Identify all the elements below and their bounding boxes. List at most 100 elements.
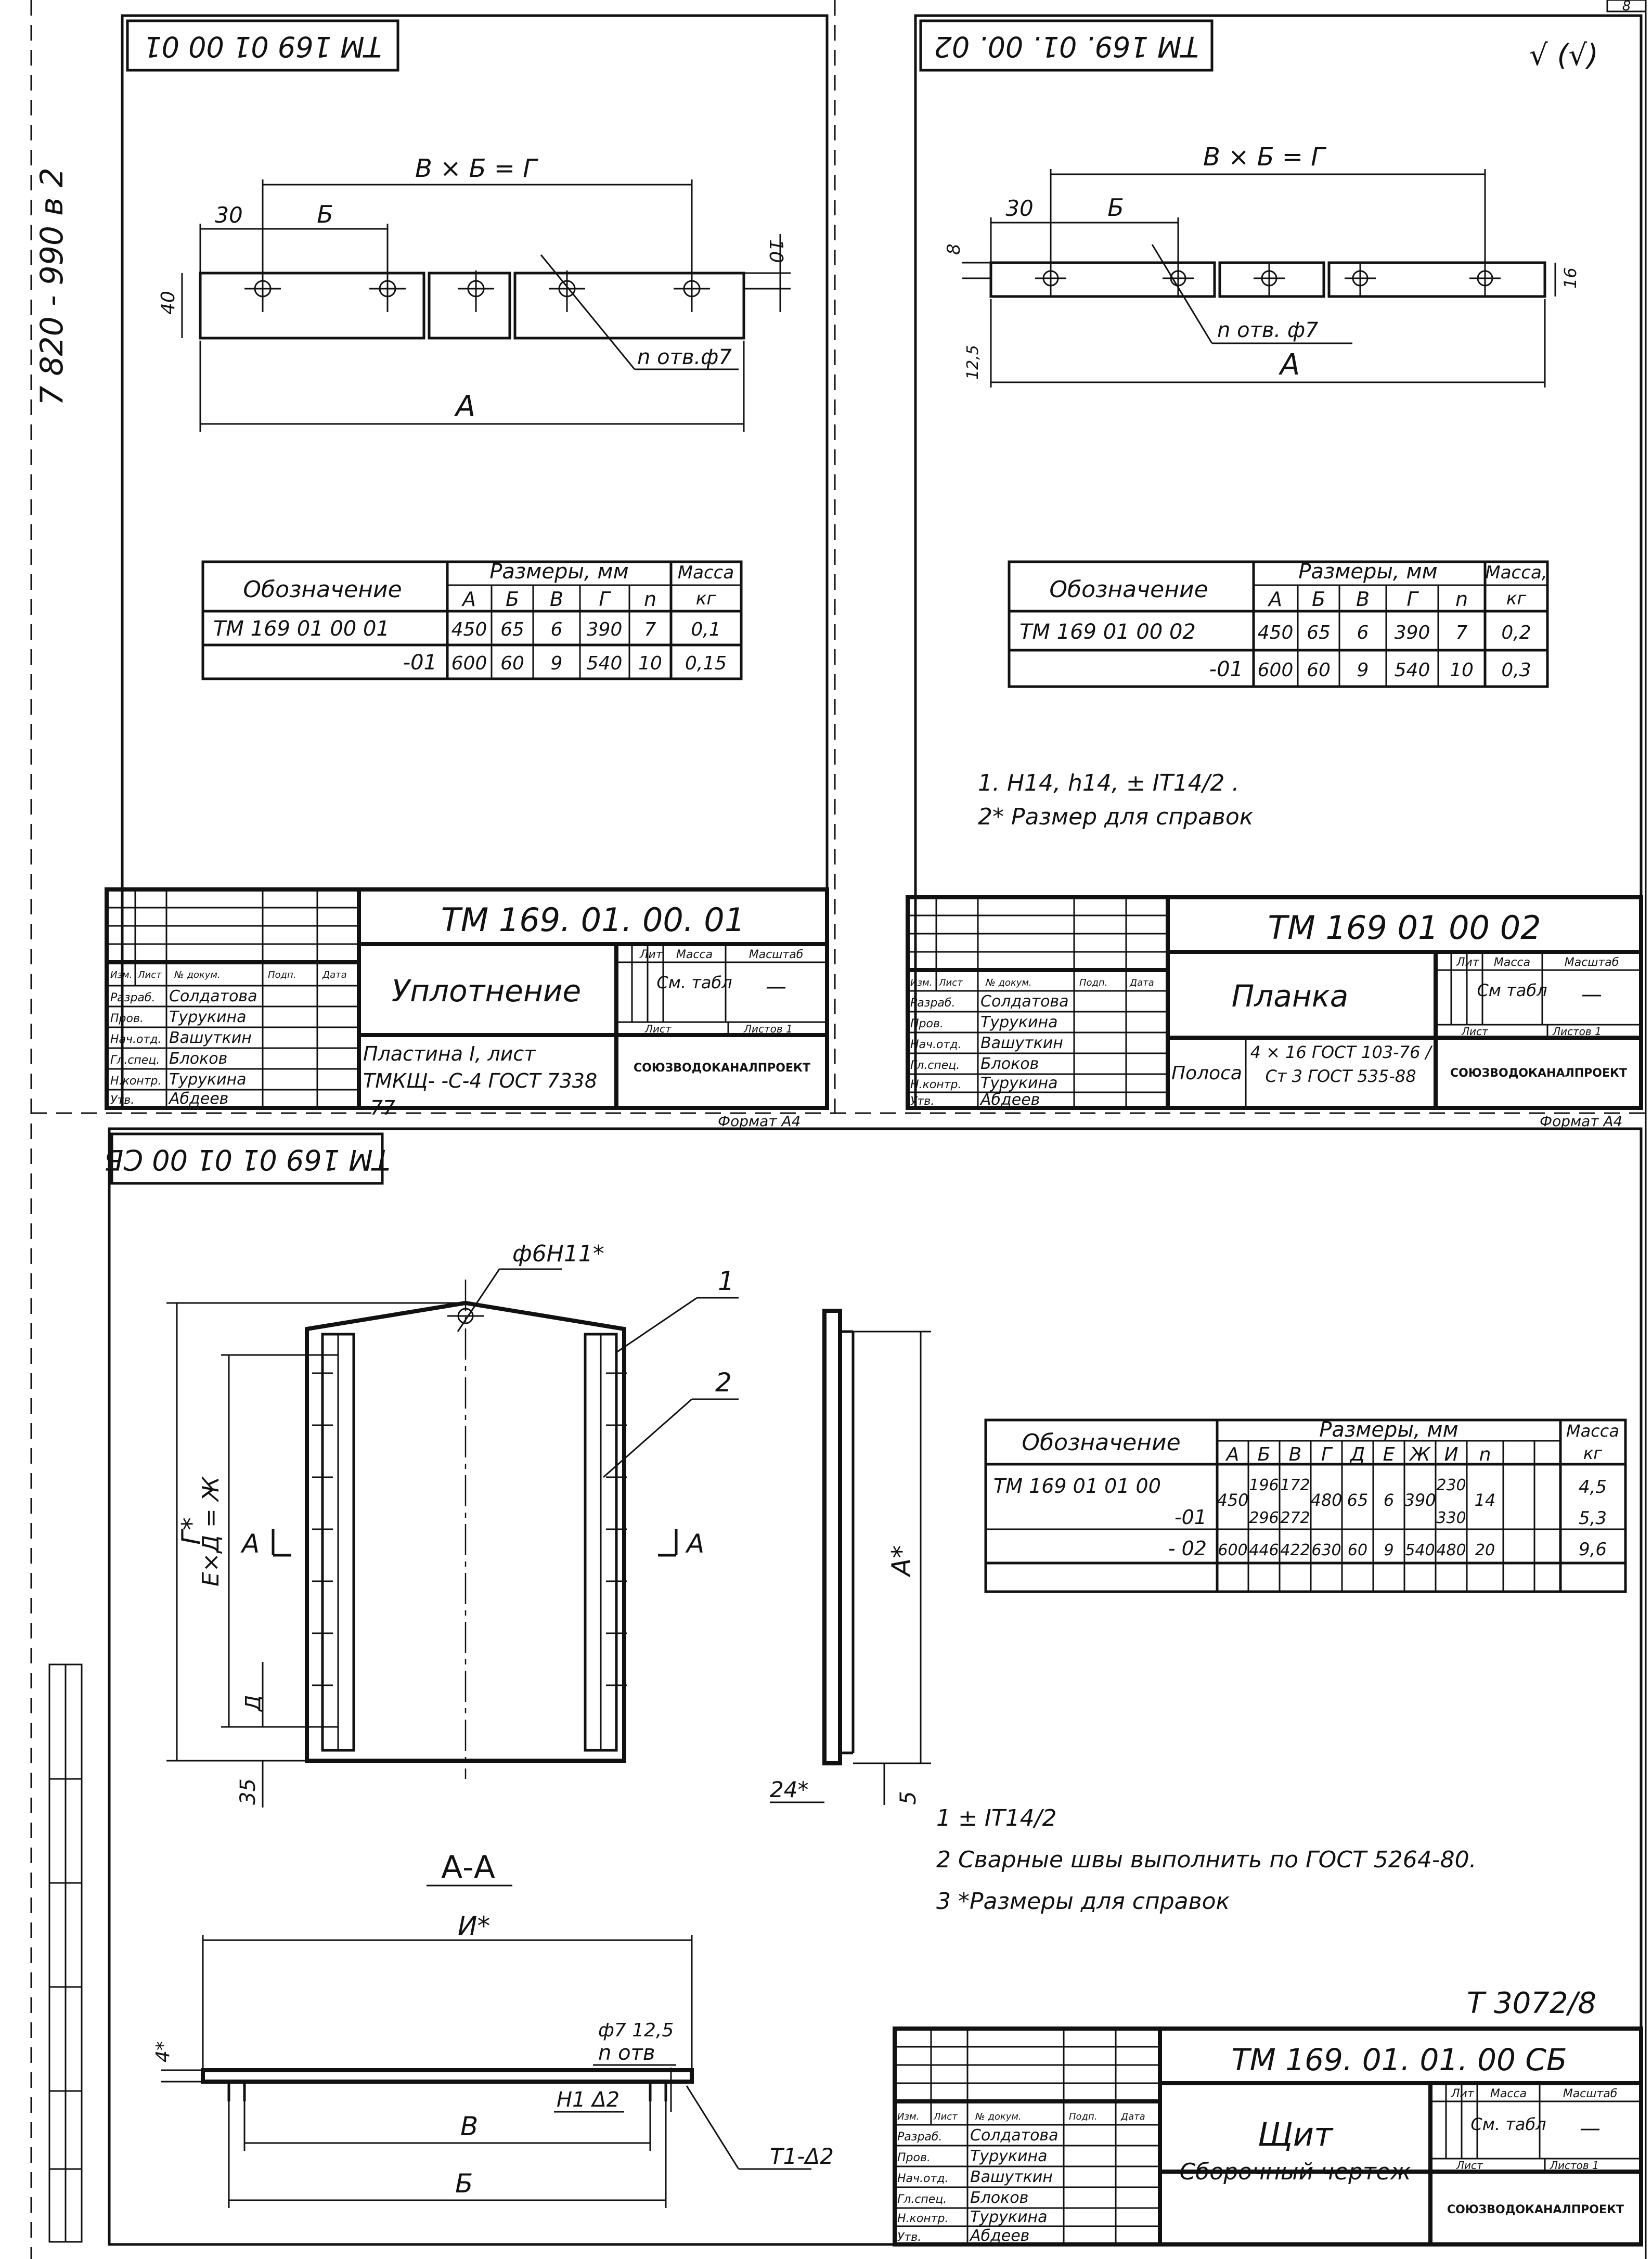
drawing3-corner-stamp: ТМ 169 01 01 00 СБ xyxy=(104,1143,390,1176)
drawing3-table-cell: 172 xyxy=(1280,1476,1310,1494)
drawing3-table-col: Г xyxy=(1321,1444,1333,1465)
drawing2-table-cell: 9 xyxy=(1357,660,1369,681)
drawing3-table-col: Д xyxy=(1349,1444,1365,1465)
drawing2-table: Обозначение Размеры, мм Масса, кг А Б В … xyxy=(1008,560,1549,688)
drawing3-tb-header: Дата xyxy=(1120,2111,1145,2122)
drawing1-table-cell: 0,15 xyxy=(685,653,727,674)
drawing1-tb-role: Разраб. xyxy=(110,991,155,1004)
drawing3-tb-mass-value: См. табл xyxy=(1470,2114,1546,2134)
drawing2-table-cell: 0,2 xyxy=(1501,622,1531,643)
drawing3-table-cell: 422 xyxy=(1280,1541,1310,1559)
drawing2-dim-30: 30 xyxy=(1005,196,1033,221)
vertical-code: 7 820 - 990 в 2 xyxy=(34,167,70,406)
drawing3-table-cell: 272 xyxy=(1280,1509,1310,1527)
drawing1-dim-40: 40 xyxy=(158,291,179,315)
drawing1-table-cell: 540 xyxy=(587,653,623,674)
drawing2-tb-header: № докум. xyxy=(985,977,1032,988)
drawing2-tb-name: Турукина xyxy=(980,1074,1058,1092)
drawing2-tb-header: Лист xyxy=(938,977,963,988)
drawing1-table-cell: 600 xyxy=(451,653,487,674)
drawing1-table-col-a: А xyxy=(461,588,476,611)
drawing3-table-mass-header: Масса xyxy=(1566,1421,1619,1441)
drawing1-dim-a: А xyxy=(454,390,475,423)
drawing1-format: Формат А4 xyxy=(718,1113,801,1130)
drawing2-dim-r: 12,5 xyxy=(964,345,982,380)
drawing2-tb-role: Нач.отд. xyxy=(910,1038,962,1051)
drawing3-table-col: n xyxy=(1479,1444,1491,1465)
drawing2-tb-mass-value: См табл xyxy=(1477,980,1547,1000)
drawing3-table-designation-header: Обозначение xyxy=(1022,1429,1180,1456)
drawing3-table-merged-cell: 6 xyxy=(1384,1490,1394,1510)
drawing3-tb-lit: Лит xyxy=(1451,2087,1475,2100)
drawing2-note-2: 2* Размер для справок xyxy=(978,804,1254,830)
drawing3-note-1: 1 ± IT14/2 xyxy=(936,1805,1057,1831)
drawing3-table-col: В xyxy=(1289,1444,1302,1465)
drawing3-tb-name: Солдатова xyxy=(970,2126,1059,2145)
drawing3-table-col: А xyxy=(1225,1444,1240,1465)
drawing3-table-mass-unit: кг xyxy=(1583,1443,1602,1463)
drawing2-note-1: 1. Н14, h14, ± IT14/2 . xyxy=(978,770,1239,796)
drawing3-table-cell: 480 xyxy=(1436,1541,1466,1559)
drawing3-dim-v: В xyxy=(460,2111,478,2141)
drawing2-dim-a: А xyxy=(1279,348,1300,382)
drawing1-holes xyxy=(244,270,710,312)
drawing3-dim-a-star: А* xyxy=(886,1545,917,1578)
drawing3-tb-role: Разраб. xyxy=(897,2131,942,2144)
drawing3-dim-4: 4* xyxy=(152,2041,174,2062)
drawing1-strip-seg1 xyxy=(199,272,425,340)
drawing3-tb-subname: Сборочный чертеж xyxy=(1179,2159,1411,2185)
drawing1-table-designation-header: Обозначение xyxy=(243,576,402,603)
drawing3-tb-role: Н.контр. xyxy=(897,2212,948,2225)
drawing1-tb-name: Турукина xyxy=(169,1070,247,1089)
drawing3-side-view: А* 24* 5 xyxy=(770,1309,931,1805)
drawing3-dim-g: Г* xyxy=(176,1517,206,1545)
drawing3-tb-scale-value: — xyxy=(1580,2116,1601,2140)
drawing2-tb-mass: Масса xyxy=(1494,956,1530,969)
drawing2-dim-vbg: В × Б = Г xyxy=(1203,143,1326,172)
drawing2-table-col: Г xyxy=(1406,588,1419,611)
drawing1-tb-scale: Масштаб xyxy=(749,948,804,961)
drawing3-dim-b: Б xyxy=(455,2168,473,2199)
drawing3-tb-header: Лист xyxy=(933,2111,958,2122)
drawing3-table-merged-cell: 65 xyxy=(1347,1490,1369,1510)
drawing3-ra: ф7 12,5 xyxy=(598,2020,674,2041)
drawing3-tb-header: Изм. xyxy=(897,2111,919,2122)
drawing3-label-hole: ф6Н11* xyxy=(512,1241,604,1267)
drawing1-tb-mass: Масса xyxy=(676,948,713,961)
drawing1-tb-sheets: Листов 1 xyxy=(743,1023,793,1035)
drawing1-table-col-v: В xyxy=(550,588,563,611)
drawing1-dim-holes: n отв.ф7 xyxy=(637,345,732,369)
drawing3-table-merged-cell: 450 xyxy=(1217,1490,1248,1510)
drawing3-tb-name: Турукина xyxy=(970,2147,1048,2165)
drawing1-tb-name: Блоков xyxy=(169,1050,227,1068)
drawing2-table-row1-designation: -01 xyxy=(1209,657,1243,681)
drawing1-table-cell: 65 xyxy=(500,619,524,640)
drawing1-tb-role: Гл.спец. xyxy=(110,1054,160,1067)
drawing2-tb-role: Разраб. xyxy=(910,997,955,1010)
drawing2-table-cell: 390 xyxy=(1395,622,1430,643)
drawing1-tb-scale-value: — xyxy=(766,975,786,999)
drawing1-table-mass-unit: кг xyxy=(696,588,717,609)
drawing3-section-a-left: А xyxy=(240,1529,260,1559)
drawing2-tb-role: Пров. xyxy=(910,1017,944,1030)
drawing3-tb-role: Нач.отд. xyxy=(897,2172,949,2185)
drawing1-tb-mass-value: См. табл xyxy=(656,973,732,992)
drawing1-table-row0-designation: ТМ 169 01 00 01 xyxy=(213,617,390,641)
drawing3-note-3: 3 *Размеры для справок xyxy=(936,1888,1230,1915)
drawing1-dim-vbg: В × Б = Г xyxy=(415,154,538,183)
drawing2-tb-material: 4 × 16 ГОСТ 103-76 / Ст 3 ГОСТ 535-88 xyxy=(1250,1042,1431,1086)
drawing1-tb-role: Нач.отд. xyxy=(110,1033,162,1046)
drawing3-table-cell: 20 xyxy=(1475,1541,1495,1559)
drawing2-table-col: n xyxy=(1455,588,1468,611)
drawing2-tb-scale: Масштаб xyxy=(1565,956,1619,969)
drawing1-table-col-n: n xyxy=(644,588,656,611)
drawing1-tb-material: Пластина I, лист ТМКЩ- -С-4 ГОСТ 7338 -7… xyxy=(363,1042,598,1119)
drawing1-strip-seg2 xyxy=(428,272,511,340)
drawing2-holes xyxy=(1035,263,1501,296)
drawing3-table-cell: 630 xyxy=(1311,1541,1341,1559)
drawing3-weld-2: Т1-Δ2 xyxy=(770,2144,834,2169)
drawing2-tb-role: Н.контр. xyxy=(910,1078,961,1091)
drawing1-tb-role: Утв. xyxy=(110,1094,134,1107)
drawing2-table-col: В xyxy=(1356,588,1370,611)
drawing3-tb-mass: Масса xyxy=(1490,2087,1527,2100)
